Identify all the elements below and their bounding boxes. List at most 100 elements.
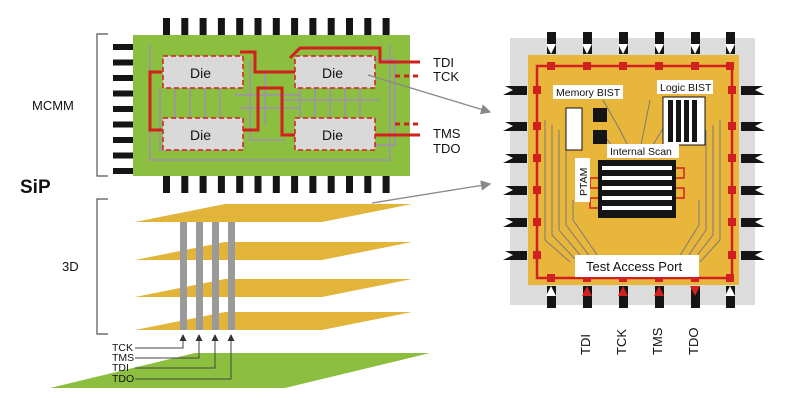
mcm-pin-label-tck: TCK — [433, 69, 459, 84]
mcm-pin — [291, 18, 299, 35]
bscan-cell — [691, 274, 699, 282]
chip-pins-left — [503, 85, 527, 260]
ptam-block: PTAM — [575, 158, 590, 202]
chip-pin — [741, 122, 765, 131]
stack-pin-label-tck: TCK — [112, 342, 133, 354]
mcm-pin — [346, 18, 353, 35]
chip-pin — [619, 286, 628, 308]
bscan-cell — [691, 62, 699, 70]
pin-arrow-icon — [755, 121, 765, 131]
mcm-pin — [163, 18, 170, 35]
mcm-pin-label-tms: TMS — [433, 126, 461, 141]
chip-pin — [655, 32, 664, 54]
boundary-scan-ring — [535, 64, 734, 280]
sip-label: SiP — [20, 177, 51, 198]
chip-pin — [503, 86, 527, 95]
chip-pin — [655, 286, 664, 308]
pin-arrow-icon — [503, 217, 513, 227]
mcm-pin-label-tdo: TDO — [433, 141, 460, 156]
mcm-pin — [113, 168, 133, 174]
mcm-pin — [163, 176, 170, 193]
mcm-pin — [113, 137, 133, 143]
pin-arrow-icon — [503, 121, 513, 131]
mcm-pin — [113, 75, 133, 81]
bscan-cell — [619, 274, 627, 282]
pin-arrow-icon — [690, 44, 700, 54]
chip-pin — [741, 86, 765, 95]
pin-arrow-icon — [618, 44, 628, 54]
mcm-pins-top — [163, 18, 390, 35]
mcm-pin — [113, 121, 133, 128]
mcm-pin — [217, 176, 225, 193]
pin-arrow-icon — [755, 85, 765, 95]
mcm-pin — [309, 176, 317, 193]
chip-pin-label-tms: TMS — [650, 327, 665, 355]
pin-arrow-icon — [503, 153, 513, 163]
chip-pin-label-tck: TCK — [614, 329, 629, 355]
chip-pin — [741, 154, 765, 163]
bscan-cell — [726, 274, 734, 282]
bscan-cell — [583, 274, 591, 282]
chip-pin — [547, 286, 556, 308]
mcm-pin — [272, 18, 280, 35]
mcm-pin — [236, 176, 244, 193]
pin-arrow-icon — [755, 153, 765, 163]
pin-arrow-icon — [503, 250, 513, 260]
die-bottom-left: Die — [162, 117, 244, 151]
bscan-cell — [533, 86, 541, 94]
mcm-pin — [199, 176, 207, 193]
internal-scan-label: Internal Scan — [610, 146, 672, 158]
memory-bist-block: Memory BIST — [553, 85, 623, 151]
mcm-pin — [272, 176, 280, 193]
stack-pin-label-tdo: TDO — [112, 373, 134, 385]
mcm-pin — [346, 176, 353, 193]
pin-arrow-icon — [725, 44, 735, 54]
pin-arrow-icon — [690, 286, 700, 296]
chip-pin — [547, 32, 556, 54]
bscan-cell — [547, 62, 555, 70]
chip-pin — [583, 286, 592, 308]
logic-bist-block: Logic BIST — [657, 80, 713, 146]
mcm-pin — [309, 18, 317, 35]
bscan-cell — [547, 274, 555, 282]
bscan-cell — [533, 122, 541, 130]
die-label: Die — [190, 65, 211, 81]
mcm-pin — [382, 18, 390, 35]
chip-pin-label-tdi: TDI — [578, 334, 593, 355]
memory-bist-label: Memory BIST — [556, 87, 621, 99]
mcm-pin — [254, 18, 262, 35]
chip-pins-right — [741, 85, 765, 260]
pin-arrow-icon — [503, 85, 513, 95]
pin-arrow-icon — [546, 286, 556, 296]
bscan-cell — [728, 218, 736, 226]
chip-pin — [726, 32, 735, 54]
logic-bist-label: Logic BIST — [660, 82, 712, 94]
die-bottom-right: Die — [294, 117, 376, 151]
boundary-scan-cells — [533, 62, 736, 282]
mcm-zoom-arrow — [367, 74, 492, 115]
bscan-cell — [655, 62, 663, 70]
3d-bracket: 3D — [62, 198, 108, 335]
mcm-pin — [254, 176, 262, 193]
chip-pins-bottom — [546, 286, 735, 308]
chip-pin — [741, 251, 765, 260]
bscan-cell — [728, 154, 736, 162]
bscan-cell — [728, 122, 736, 130]
mcm-pin — [236, 18, 244, 35]
chip-pin — [503, 122, 527, 131]
chip-pin — [726, 286, 735, 308]
pin-arrow-icon — [618, 286, 628, 296]
mcm-pin — [217, 18, 225, 35]
die-top-left: Die — [162, 55, 244, 89]
mcm-pin — [382, 176, 390, 193]
bscan-cell — [728, 186, 736, 194]
mcm-pin — [113, 90, 133, 97]
chip-internal-routing — [544, 99, 721, 263]
bscan-cell — [728, 86, 736, 94]
mcm-pin — [327, 18, 335, 35]
chip-pin — [503, 218, 527, 227]
stack-pin-leaders — [135, 334, 235, 380]
mcm-pin — [291, 176, 299, 193]
chip-pin — [741, 218, 765, 227]
